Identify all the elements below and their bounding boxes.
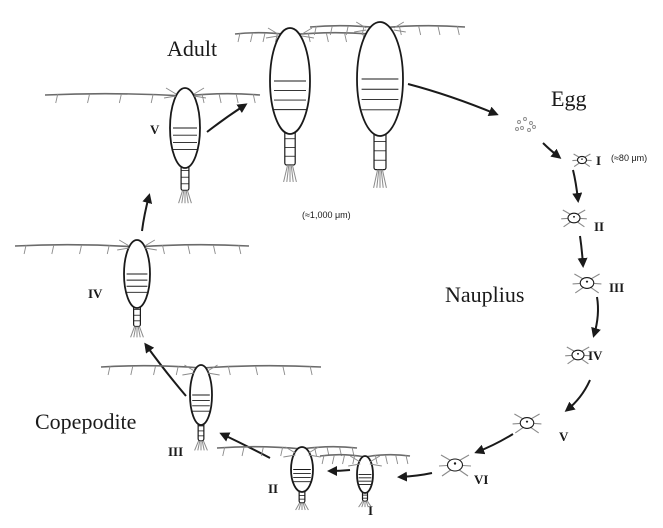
nauplius-stage-1-label: I [596,154,601,167]
arrow-icon [594,297,598,335]
nauplius-stage-6-label: VI [474,473,488,486]
nauplius-size-note: (≈80 μm) [611,154,647,163]
copepodite-stage-3-icon [101,365,321,450]
copepodite-stage-4-label: IV [88,287,102,300]
arrow-icon [408,84,496,114]
nauplius-stage-2-icon [561,210,587,227]
nauplius-stage-3-icon [573,274,602,293]
arrow-icon [330,470,350,471]
copepodite-stage-5-icon [45,88,260,203]
arrow-icon [477,434,513,452]
arrow-icon [142,196,149,231]
nauplius-stage-4-icon [565,347,591,364]
nauplius-stage-1-icon [572,154,591,167]
arrow-icon [400,473,432,477]
arrow-icon [543,143,559,157]
copepodite-stage-1-icon [320,455,410,507]
nauplius-label: Nauplius [445,284,524,306]
copepodite-stage-4-icon [15,240,249,337]
copepodite-stage-1-label: I [368,504,373,517]
nauplius-stage-2-label: II [594,220,604,233]
nauplius-stage-4-label: IV [588,349,602,362]
arrow-icon [580,236,583,265]
arrow-icon [146,345,186,396]
copepodite-label: Copepodite [35,411,136,433]
adult-copepod-left-icon [235,28,370,182]
egg-label: Egg [551,88,586,110]
arrow-icon [567,380,590,410]
nauplius-stage-6-icon [439,455,471,476]
copepodite-stage-3-label: III [168,445,183,458]
copepodite-stage-2-icon [217,447,357,510]
nauplius-stage-5-label: V [559,430,568,443]
adult-copepod-right-icon [310,22,465,188]
adult-label: Adult [167,38,217,60]
arrow-icon [573,170,578,200]
arrow-icon [207,105,245,132]
copepodite-stage-2-label: II [268,482,278,495]
organisms [15,22,601,510]
copepodite-stage-5-label: V [150,123,159,136]
nauplius-stage-3-label: III [609,281,624,294]
nauplius-stage-5-icon [513,414,542,433]
adult-size-note: (≈1,000 μm) [302,211,351,220]
egg-cluster-icon [516,118,536,132]
